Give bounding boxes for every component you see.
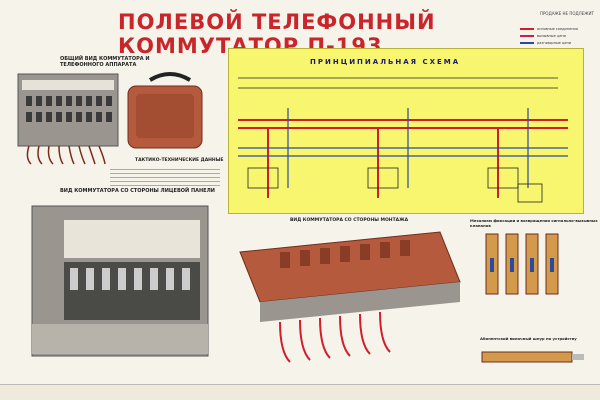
switchboard-jacks <box>26 96 112 122</box>
switchboard-top-panel <box>22 80 114 90</box>
poster-title: ПОЛЕВОЙ ТЕЛЕФОННЫЙ КОММУТАТОР П-193 <box>118 10 436 58</box>
tech-data-block <box>110 166 220 194</box>
legend-row: основные соединения <box>520 27 592 31</box>
legend-label: вызывные цепи <box>537 34 566 38</box>
front-keys <box>70 268 190 290</box>
schematic-title: ПРИНЦИПИАЛЬНАЯ СХЕМА <box>310 58 461 66</box>
mount-wires <box>279 311 391 363</box>
front-jack-panel <box>64 262 200 320</box>
mount-components <box>280 240 410 268</box>
legend-swatch <box>520 35 534 37</box>
front-base <box>32 324 208 354</box>
plug-caption: Абонентский вилочный шнур по устройству <box>480 336 577 341</box>
legend-swatch <box>520 42 534 44</box>
legend-label: разговорные цепи <box>537 41 572 45</box>
switchboard-cords <box>26 145 106 165</box>
legend-row: разговорные цепи <box>520 41 592 45</box>
schematic-black-wires <box>238 77 558 203</box>
mount-frame <box>260 282 460 322</box>
front-upper-panel <box>64 220 200 258</box>
legend-swatch <box>520 28 534 30</box>
mechanism-caption: Механизм фиксации и возвращения сигнальн… <box>470 218 598 228</box>
handset <box>148 72 192 82</box>
schematic-red-wires <box>238 119 568 198</box>
legend: основные соединения вызывные цепи разгов… <box>520 27 592 48</box>
mechanism-parts <box>485 233 559 295</box>
plug-tip <box>572 354 584 360</box>
mount-view-illustration <box>239 231 461 363</box>
footer <box>0 384 600 400</box>
phone-lid <box>136 94 194 138</box>
tech-data-caption: ТАКТИКО-ТЕХНИЧЕСКИЕ ДАННЫЕ <box>135 158 224 163</box>
schematic-diagram <box>238 77 568 203</box>
front-view-illustration <box>31 205 209 357</box>
plug-body <box>481 351 573 363</box>
legend-row: вызывные цепи <box>520 34 592 38</box>
schematic-blue-wires <box>238 108 568 188</box>
mechanism-illustration <box>485 233 559 295</box>
front-view-caption: ВИД КОММУТАТОРА СО СТОРОНЫ ЛИЦЕВОЙ ПАНЕЛ… <box>60 188 215 194</box>
switchboard-illustration <box>17 73 119 165</box>
corner-note: ПРОДАЖЕ НЕ ПОДЛЕЖИТ <box>540 11 594 16</box>
telephone-illustration <box>127 72 203 149</box>
mount-view-caption: ВИД КОММУТАТОРА СО СТОРОНЫ МОНТАЖА <box>290 218 409 223</box>
schematic-panel <box>228 48 584 214</box>
legend-label: основные соединения <box>537 27 578 31</box>
mechanism-blue-parts <box>490 258 554 272</box>
general-view-caption: ОБЩИЙ ВИД КОММУТАТОРА И ТЕЛЕФОННОГО АППА… <box>60 56 150 68</box>
plug-illustration <box>481 351 584 363</box>
